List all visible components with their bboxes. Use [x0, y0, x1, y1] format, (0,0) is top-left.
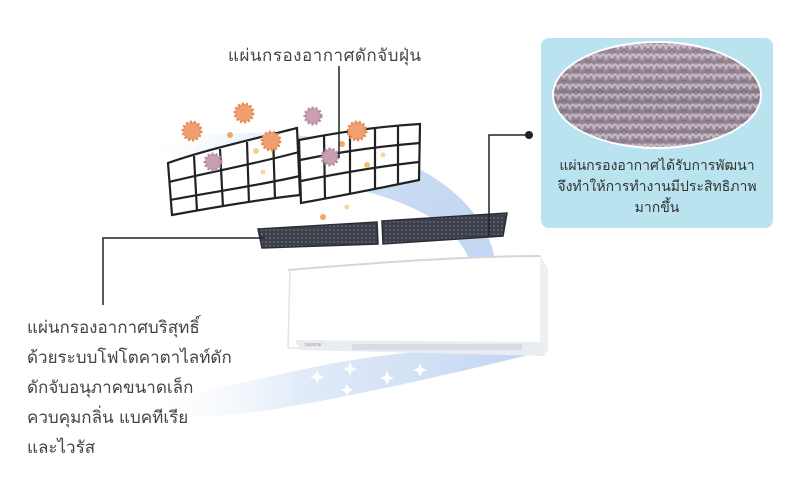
label-line: ด้วยระบบโฟโตคาตาไลท์ดัก [27, 348, 232, 368]
caption-line: มากขึ้น [634, 200, 680, 216]
photocatalytic-filter-label: แผ่นกรองอากาศบริสุทธิ์ ด้วยระบบโฟโตคาตาไ… [27, 313, 232, 463]
air-conditioner-unit: ᴅᴀɪᴋɪɴ [287, 255, 548, 356]
leader-lines [102, 66, 530, 305]
improved-filter-caption: แผ่นกรองอากาศได้รับการพัฒนา จึงทำให้การท… [541, 156, 773, 219]
label-line: ดักจับอนุภาคขนาดเล็ก [27, 378, 194, 398]
filter-mesh-closeup [554, 43, 760, 147]
airflow-bottom [140, 348, 540, 417]
photocatalytic-filter [257, 212, 508, 249]
label-line: แผ่นกรองอากาศบริสุทธิ์ [27, 318, 200, 338]
dust-particle-icon [181, 102, 406, 239]
caption-line: แผ่นกรองอากาศได้รับการพัฒนา [559, 158, 755, 174]
label-line: และไวรัส [27, 438, 96, 458]
dust-filter-label: แผ่นกรองอากาศดักจับฝุ่น [228, 46, 422, 66]
label-line: ควบคุมกลิ่น แบคทีเรีย [27, 408, 189, 428]
caption-line: จึงทำให้การทำงานมีประสิทธิภาพ [557, 179, 757, 195]
dust-filter-right [297, 122, 422, 205]
sparkle-icon [310, 362, 449, 396]
svg-text:ᴅᴀɪᴋɪɴ: ᴅᴀɪᴋɪɴ [305, 342, 321, 348]
leader-dot [525, 131, 533, 139]
